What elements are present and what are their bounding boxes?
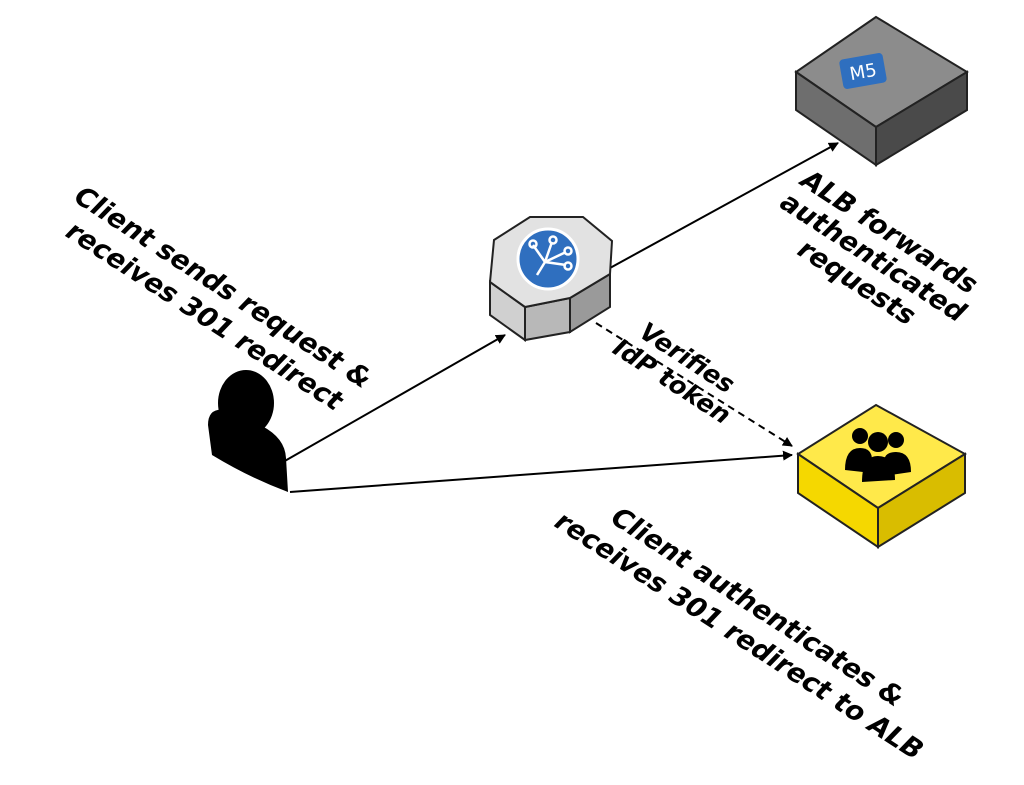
label-client-request: Client sends request & receives 301 redi… xyxy=(60,180,377,418)
label-client-auth-line2: receives 301 redirect to ALB xyxy=(549,505,928,766)
server-badge-label: M5 xyxy=(848,60,878,85)
alb-badge xyxy=(516,227,580,291)
connectors xyxy=(282,142,839,493)
user-body xyxy=(208,409,288,492)
load-balancer-icon xyxy=(488,216,614,342)
label-verifies: Verifies IdP token xyxy=(608,317,740,430)
server-right-face xyxy=(875,70,968,167)
arrow-client-to-idp xyxy=(289,450,793,493)
group-icon xyxy=(845,428,911,482)
arrow-client-to-alb xyxy=(282,334,506,463)
identity-provider-icon xyxy=(796,403,967,549)
branch-icon xyxy=(528,235,573,276)
server-icon: M5 xyxy=(794,15,969,167)
label-client-request-line1: Client sends request & xyxy=(69,180,377,395)
arrow-alb-to-idp-dashed xyxy=(595,322,793,447)
server-badge xyxy=(839,53,887,89)
idp-right-face xyxy=(877,452,966,549)
label-client-request-line2: receives 301 redirect xyxy=(60,215,349,418)
label-alb-forwards: ALB forwards authenticated requests xyxy=(775,163,983,332)
user-icon xyxy=(208,370,288,492)
arrow-alb-to-server xyxy=(609,142,839,269)
